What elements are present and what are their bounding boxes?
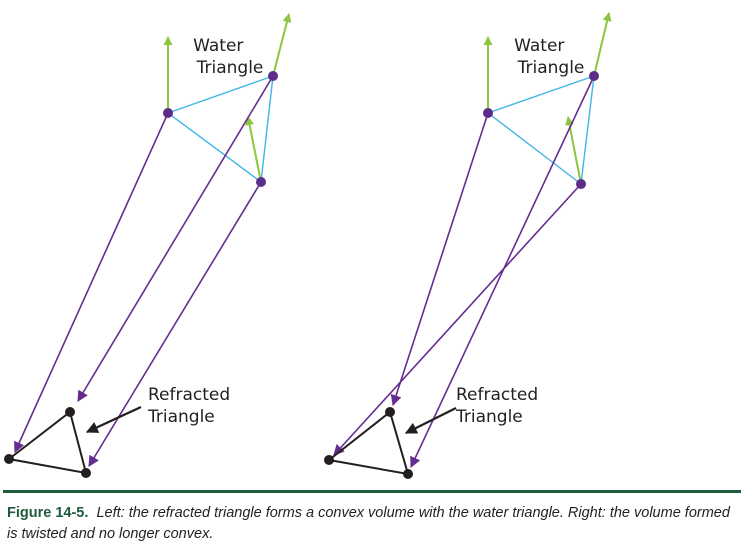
water-vertex	[268, 71, 278, 81]
water-triangle-label: Water Triangle	[193, 36, 263, 78]
caption-divider	[3, 490, 741, 493]
water-vertex	[256, 177, 266, 187]
caption-text: Left: the refracted triangle forms a con…	[7, 505, 730, 542]
water-vertex	[163, 108, 173, 118]
water-label-line: Triangle	[517, 58, 585, 78]
water-label-line: Water	[514, 36, 564, 56]
water-vertex	[483, 108, 493, 118]
refracted-label-line: Triangle	[455, 407, 523, 427]
refracted-triangle-label: Refracted Triangle	[455, 385, 544, 427]
refracted-triangle	[326, 410, 410, 476]
right-panel: Water Triangle Refracted Triangle	[324, 12, 612, 479]
water-label-line: Triangle	[196, 58, 264, 78]
refracted-vertex	[81, 468, 91, 478]
normal-arrow	[245, 116, 262, 183]
refracted-vertex	[65, 407, 75, 417]
left-panel: Water Triangle Refracted Triangle	[4, 13, 292, 478]
refracted-vertex	[4, 454, 14, 464]
refracted-vertex	[385, 407, 395, 417]
water-triangle	[486, 74, 595, 186]
refraction-ray	[410, 75, 595, 468]
label-pointer-arrow	[404, 407, 457, 434]
water-vertex	[589, 71, 599, 81]
water-label-line: Water	[193, 36, 243, 56]
refracted-vertex	[403, 469, 413, 479]
refraction-ray	[333, 183, 582, 456]
normal-arrow	[593, 12, 612, 77]
refracted-triangle	[6, 410, 88, 475]
normal-arrow	[272, 13, 292, 77]
refraction-ray	[390, 112, 489, 407]
refraction-ray	[77, 75, 274, 402]
figure-caption: Figure 14-5. Left: the refracted triangl…	[7, 503, 735, 545]
refracted-label-line: Triangle	[147, 407, 215, 427]
label-pointer-arrow	[85, 406, 142, 433]
figure-diagram: Water Triangle Refracted Triangle Wa	[4, 12, 612, 479]
refracted-triangle-label: Refracted Triangle	[147, 385, 236, 427]
refracted-vertex	[324, 455, 334, 465]
refracted-label-line: Refracted	[148, 385, 230, 405]
refracted-label-line: Refracted	[456, 385, 538, 405]
water-triangle	[166, 74, 274, 184]
refraction-ray	[14, 112, 169, 454]
figure-number: Figure 14-5.	[7, 505, 89, 521]
water-vertex	[576, 179, 586, 189]
water-triangle-label: Water Triangle	[514, 36, 584, 78]
